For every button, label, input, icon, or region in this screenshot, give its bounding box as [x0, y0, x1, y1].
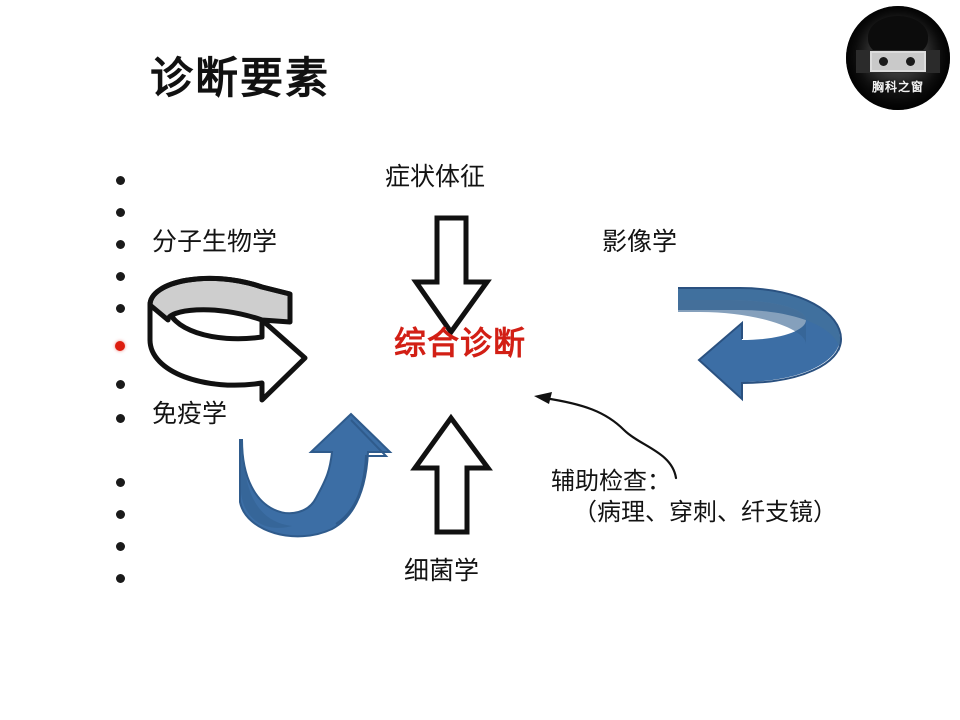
aux-exam-line1: 辅助检查： — [551, 467, 671, 495]
logo-caption: 胸科之窗 — [871, 80, 924, 94]
node-label-immunology: 免疫学 — [152, 399, 228, 428]
logo-glasses-icon — [870, 51, 926, 72]
bullet-point — [116, 176, 125, 185]
logo-eye-left — [879, 57, 888, 66]
bullet-point — [116, 574, 125, 583]
arrow-down-symptoms-icon — [411, 215, 492, 337]
arrow-uturn-immunology-icon — [239, 412, 393, 538]
bullet-point — [116, 542, 125, 551]
node-label-molecular-biology: 分子生物学 — [152, 227, 278, 256]
bullet-point — [116, 478, 125, 487]
arrow-curved-imaging-icon — [678, 287, 843, 402]
node-label-symptoms: 症状体征 — [385, 162, 486, 191]
bullet-point — [116, 414, 125, 423]
bullet-point — [116, 510, 125, 519]
logo-eye-right — [906, 57, 915, 66]
page-title: 诊断要素 — [150, 54, 330, 104]
diagram-center-result: 综合诊断 — [394, 324, 527, 362]
arrow-up-bacteriology-icon — [410, 413, 493, 535]
bullet-point — [116, 380, 125, 389]
bullet-point — [116, 208, 125, 217]
node-label-imaging: 影像学 — [602, 227, 678, 256]
bullet-point — [116, 272, 125, 281]
bullet-point-active — [115, 341, 125, 351]
channel-logo-avatar: 胸科之窗 — [846, 6, 950, 110]
aux-exam-label: 辅助检查： （病理、穿刺、纤支镜） — [551, 466, 837, 528]
node-label-bacteriology: 细菌学 — [404, 556, 480, 585]
bullet-point — [116, 304, 125, 313]
aux-exam-line2: （病理、穿刺、纤支镜） — [573, 498, 837, 527]
bullet-point — [116, 240, 125, 249]
arrow-curved-molecular-icon — [147, 275, 308, 403]
